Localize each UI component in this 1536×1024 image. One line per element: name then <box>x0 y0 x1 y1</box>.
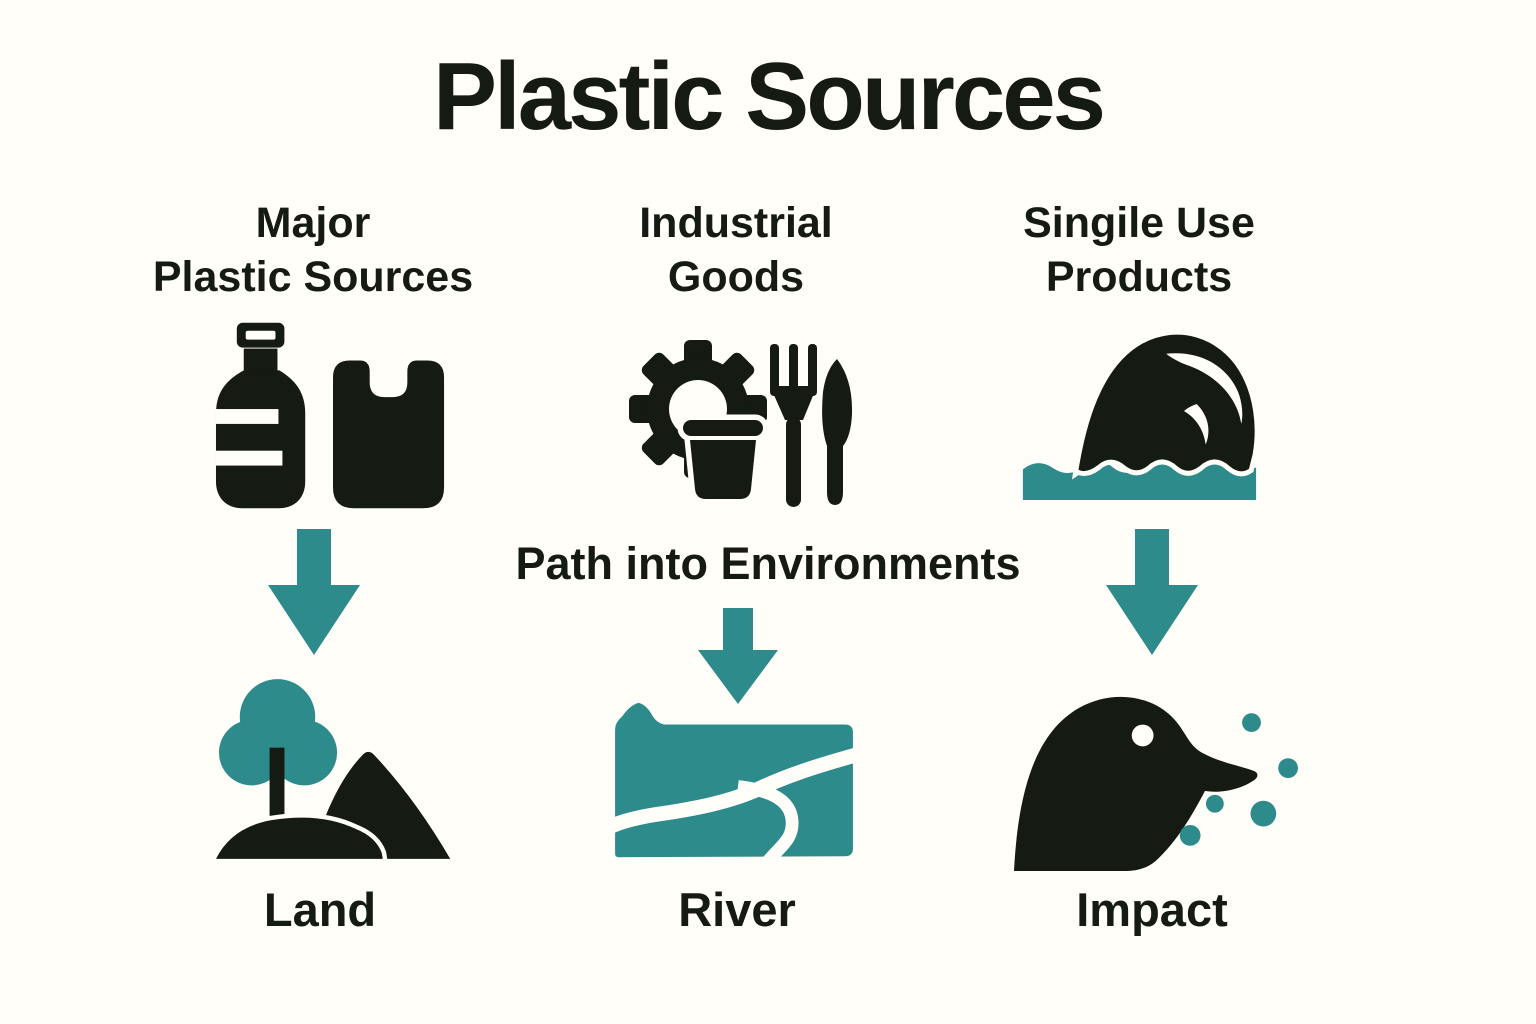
destination-label-river: River <box>678 883 796 936</box>
river-icon <box>602 698 868 870</box>
bird-eye <box>1131 724 1154 747</box>
column-header-major-plastic-sources: Major Plastic Sources <box>103 196 523 304</box>
header-line: Plastic Sources <box>152 253 474 301</box>
bird-impact-icon <box>1008 684 1305 872</box>
header-line: Industrial <box>639 199 833 247</box>
header-line: Singile Use <box>1023 199 1255 247</box>
bird-head <box>1014 696 1258 872</box>
header-line: Goods <box>667 253 805 301</box>
cup-icon <box>677 414 769 505</box>
column-header-industrial-goods: Industrial Goods <box>526 196 946 304</box>
destination-label-impact: Impact <box>1076 883 1228 936</box>
ground-mound <box>212 813 388 864</box>
down-arrow-icon <box>268 529 360 655</box>
page-title: Plastic Sources <box>432 43 1106 150</box>
land-icon <box>212 660 480 874</box>
down-arrow-icon <box>1106 529 1198 655</box>
ocean-wave-icon <box>1016 326 1263 508</box>
path-into-environments-label: Path into Environments <box>515 538 1021 589</box>
column-header-single-use-products: Singile Use Products <box>929 196 1349 304</box>
plastic-particles <box>1179 713 1298 846</box>
gear-cup-cutlery-icon <box>625 332 875 512</box>
down-arrow-icon <box>698 608 778 704</box>
bottle-and-bag-icon <box>213 320 451 510</box>
knife-icon <box>822 359 853 505</box>
river-branch <box>737 780 799 870</box>
river-bend <box>609 747 858 833</box>
tree-trunk <box>269 747 285 828</box>
destination-label-land: Land <box>263 883 377 936</box>
header-line: Products <box>1045 253 1233 301</box>
header-line: Major <box>255 199 371 247</box>
fork-icon <box>770 344 817 507</box>
tree-canopy <box>218 679 338 786</box>
